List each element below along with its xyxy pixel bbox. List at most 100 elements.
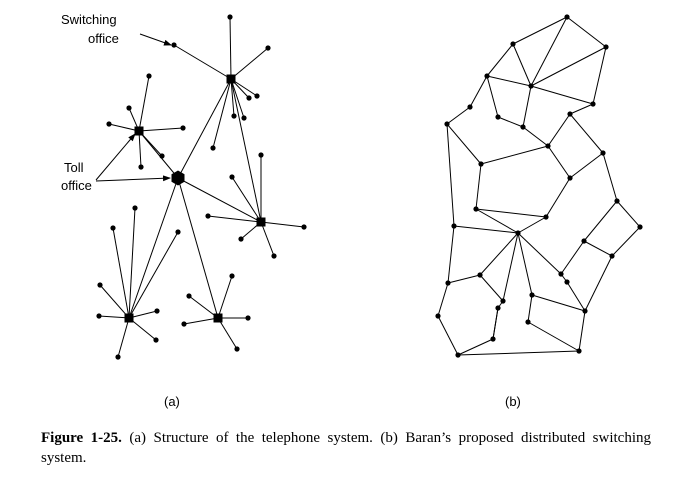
telephone-node-bm-2: [181, 321, 187, 327]
network-link-46: [527, 294, 533, 323]
local-loop-right-1: [231, 176, 262, 223]
local-loop-bm-4: [217, 317, 238, 350]
telephone-node-bm-0: [229, 273, 235, 279]
network-link-51: [578, 310, 586, 352]
network-link-35: [560, 240, 585, 275]
telephone-node-top-0: [227, 14, 233, 20]
local-loop-bl-2: [98, 315, 130, 319]
network-link-36: [502, 232, 519, 302]
local-loop-bm-1: [188, 295, 219, 319]
network-link-4: [512, 43, 532, 87]
network-link-16: [446, 123, 455, 227]
switching-office-bl: [124, 313, 134, 323]
figure-caption: Figure 1-25. (a) Structure of the teleph…: [41, 428, 651, 468]
network-node-29: [495, 305, 501, 311]
toll-office-label-line2: office: [61, 178, 92, 193]
network-link-10: [522, 85, 532, 128]
network-link-8: [469, 75, 488, 108]
telephone-node-bl-2: [96, 313, 102, 319]
network-link-7: [486, 75, 532, 87]
telephone-node-right-1: [229, 174, 235, 180]
subfigure-label-b: (b): [505, 394, 521, 409]
network-node-24: [558, 271, 564, 277]
network-link-11: [530, 85, 594, 105]
local-loop-top-0: [229, 16, 232, 80]
network-link-32: [517, 216, 547, 234]
local-loop-top-6: [212, 78, 232, 149]
network-node-2: [603, 44, 609, 50]
network-node-32: [455, 352, 461, 358]
network-node-34: [576, 348, 582, 354]
switching-office-label-line2: office: [88, 31, 119, 46]
network-node-7: [495, 114, 501, 120]
telephone-node-top-1: [265, 45, 271, 51]
network-link-27: [475, 163, 482, 210]
network-link-28: [475, 208, 547, 218]
network-node-20: [637, 224, 643, 230]
network-link-39: [517, 232, 533, 296]
telephone-node-right-2: [205, 213, 211, 219]
telephone-system-diagram: [96, 14, 307, 360]
network-link-42: [479, 274, 504, 302]
telephone-node-right-3: [301, 224, 307, 230]
network-link-37: [517, 232, 562, 275]
local-loop-bl-1: [128, 207, 136, 319]
local-loop-right-3: [260, 221, 305, 228]
trunk-line-left: [138, 130, 179, 179]
distributed-network-diagram: [435, 14, 643, 358]
local-loop-left-0: [138, 75, 150, 132]
network-link-22: [569, 152, 604, 179]
telephone-node-left-2: [106, 121, 112, 127]
network-link-23: [602, 152, 618, 202]
network-link-40: [447, 274, 481, 284]
figure-number: Figure 1-25.: [41, 430, 122, 446]
toll-office-node: [171, 170, 185, 186]
network-node-17: [451, 223, 457, 229]
trunk-line-bl-extra: [128, 231, 179, 319]
network-link-48: [437, 315, 459, 356]
telephone-node-bl-5: [154, 308, 160, 314]
telephone-node-top-3: [254, 93, 260, 99]
network-link-29: [475, 208, 519, 234]
network-link-26: [583, 200, 618, 242]
network-node-12: [478, 161, 484, 167]
network-node-22: [445, 280, 451, 286]
telephone-node-bl-0: [110, 225, 116, 231]
local-loop-bl-3: [99, 284, 130, 319]
local-loop-top-5: [230, 78, 245, 119]
network-node-1: [510, 41, 516, 47]
network-node-21: [581, 238, 587, 244]
toll-office-label-line1: Toll: [64, 160, 84, 175]
network-link-24: [545, 177, 571, 218]
telephone-node-left-1: [126, 105, 132, 111]
caption-text: (a) Structure of the telephone system. (…: [41, 430, 652, 466]
network-node-16: [473, 206, 479, 212]
network-link-9: [486, 75, 499, 118]
trunk-line-top: [177, 78, 232, 179]
network-link-12: [569, 103, 594, 115]
network-node-10: [567, 111, 573, 117]
telephone-node-top-6: [210, 145, 216, 151]
local-loop-right-2: [207, 215, 262, 223]
local-loop-left-5: [138, 130, 142, 168]
switching-office-right: [256, 217, 266, 227]
network-link-1: [566, 16, 607, 48]
network-link-44: [584, 255, 613, 312]
trunk-line-bm: [177, 177, 219, 319]
switching-office-arrow: [139, 33, 172, 46]
network-link-14: [497, 116, 524, 128]
telephone-node-bl-extra: [175, 229, 181, 235]
telephone-node-top-5: [241, 115, 247, 121]
network-link-19: [569, 113, 604, 154]
network-node-4: [528, 83, 534, 89]
telephone-node-bl-1: [132, 205, 138, 211]
network-link-34: [583, 240, 613, 257]
network-node-27: [529, 292, 535, 298]
network-link-20: [480, 145, 549, 165]
network-link-2: [530, 16, 568, 87]
network-link-15: [446, 123, 482, 165]
local-loop-right-5: [260, 221, 275, 257]
local-loop-top-2: [173, 44, 232, 80]
network-link-41: [437, 282, 449, 317]
